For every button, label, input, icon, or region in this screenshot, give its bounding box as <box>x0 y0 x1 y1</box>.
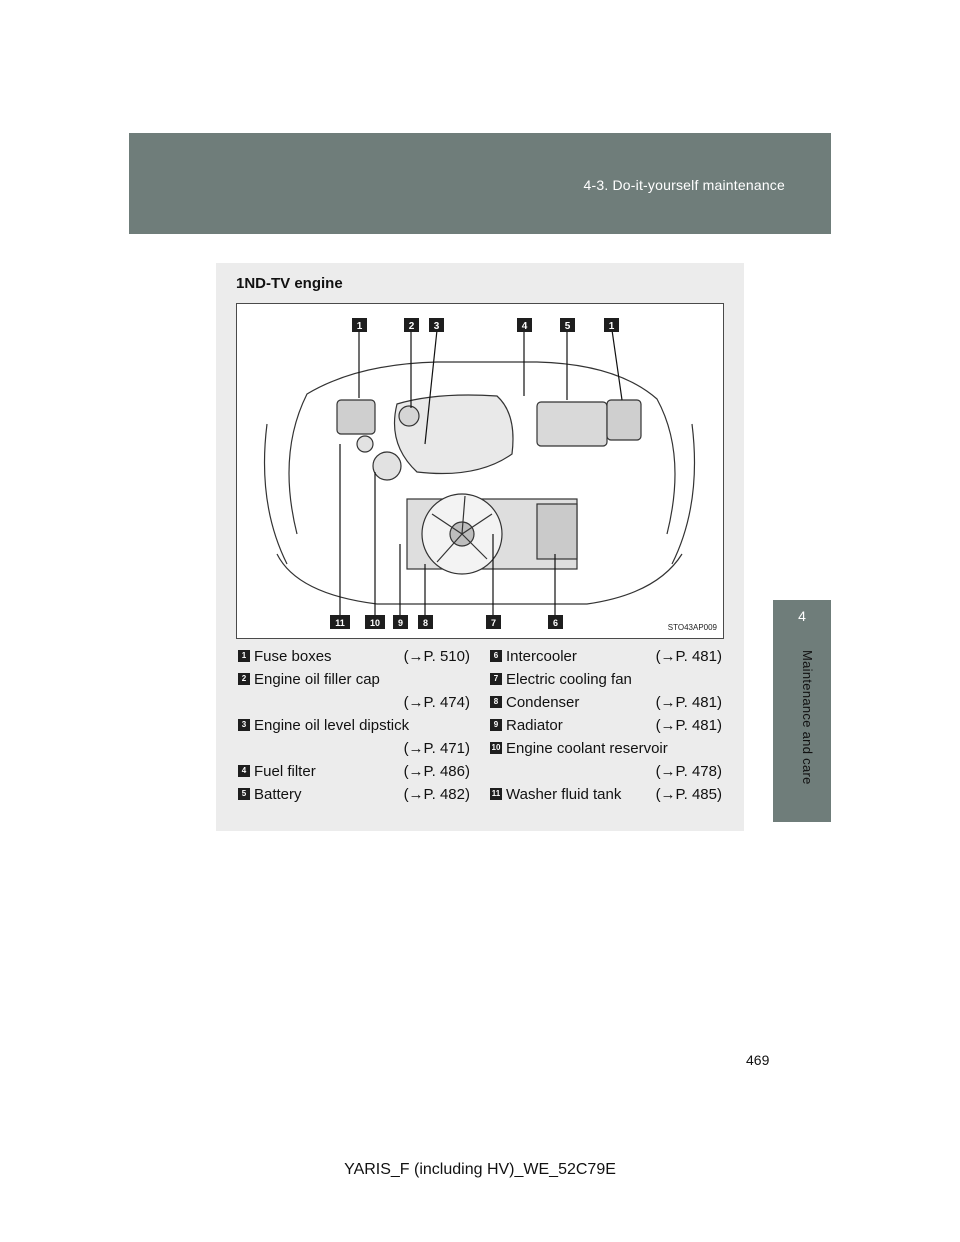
panel-title: 1ND-TV engine <box>236 275 343 292</box>
legend-page-ref: (→P. 481) <box>655 648 722 665</box>
figure-code: STO43AP009 <box>667 623 717 632</box>
callout-2 <box>404 318 419 332</box>
callout-4-label: 4 <box>522 321 528 332</box>
callout-4 <box>517 318 532 332</box>
legend-number: 1 <box>238 650 250 662</box>
legend-number: 8 <box>490 696 502 708</box>
legend-label: Battery <box>254 786 302 803</box>
legend-item: 1 Fuse boxes (→P. 510) <box>238 645 470 668</box>
legend-number: 2 <box>238 673 250 685</box>
callout-11-label: 11 <box>335 618 345 628</box>
callout-1b-label: 1 <box>609 321 615 332</box>
legend-page-ref: (→P. 474) <box>403 694 470 711</box>
header-band: 4-3. Do-it-yourself maintenance <box>129 133 831 234</box>
callout-7-label: 7 <box>491 618 496 628</box>
legend-page-ref: (→P. 481) <box>655 717 722 734</box>
legend-item: 7 Electric cooling fan <box>490 668 722 691</box>
legend-label: Fuse boxes <box>254 648 332 665</box>
legend-number: 4 <box>238 765 250 777</box>
footer-model-code: YARIS_F (including HV)_WE_52C79E <box>344 1161 616 1178</box>
legend-page-ref: (→P. 471) <box>403 740 470 757</box>
page-number: 469 <box>746 1052 770 1068</box>
callout-8 <box>418 615 433 629</box>
legend-number: 11 <box>490 788 502 800</box>
legend-page-ref: (→P. 481) <box>655 694 722 711</box>
legend-label: Fuel filter <box>254 763 316 780</box>
legend-label: Intercooler <box>506 648 577 665</box>
callout-6 <box>548 615 563 629</box>
callout-5 <box>560 318 575 332</box>
engine-panel: 1ND-TV engine <box>216 263 744 831</box>
legend-number: 7 <box>490 673 502 685</box>
legend-item: 4 Fuel filter (→P. 486) <box>238 760 470 783</box>
callout-2-label: 2 <box>409 321 415 332</box>
callout-7 <box>486 615 501 629</box>
legend-number: 5 <box>238 788 250 800</box>
legend-label: Engine oil filler cap <box>254 671 380 688</box>
callout-10-label: 10 <box>370 618 380 628</box>
callout-10 <box>365 615 385 629</box>
legend-page-ref: (→P. 510) <box>403 648 470 665</box>
callout-8-label: 8 <box>423 618 428 628</box>
legend-number: 6 <box>490 650 502 662</box>
legend-label: Engine oil level dipstick <box>254 717 410 734</box>
legend-number: 9 <box>490 719 502 731</box>
legend-label: Radiator <box>506 717 563 734</box>
legend-page-ref: (→P. 482) <box>403 786 470 803</box>
engine-figure: 1 2 3 4 5 1 11 10 9 8 <box>236 303 724 639</box>
legend-item: 8 Condenser (→P. 481) <box>490 691 722 714</box>
legend-left: 1 Fuse boxes (→P. 510) 2 Engine oil fill… <box>238 645 470 806</box>
legend-label: Washer fluid tank <box>506 786 622 803</box>
callout-5-label: 5 <box>565 321 571 332</box>
legend-item: 2 Engine oil filler cap (→P. 474) <box>238 668 470 714</box>
callout-3 <box>429 318 444 332</box>
legend-page-ref: (→P. 486) <box>403 763 470 780</box>
chapter-tab: 4 <box>773 600 831 822</box>
callout-9-label: 9 <box>398 618 403 628</box>
legend-item: 6 Intercooler (→P. 481) <box>490 645 722 668</box>
legend-number: 3 <box>238 719 250 731</box>
callout-11 <box>330 615 350 629</box>
legend-page-ref: (→P. 485) <box>655 786 722 803</box>
legend-number: 10 <box>490 742 502 754</box>
legend-label: Electric cooling fan <box>506 671 632 688</box>
legend-item: 3 Engine oil level dipstick (→P. 471) <box>238 714 470 760</box>
legend-item: 10 Engine coolant reservoir (→P. 478) <box>490 737 722 783</box>
legend-item: 11 Washer fluid tank (→P. 485) <box>490 783 722 806</box>
legend-item: 5 Battery (→P. 482) <box>238 783 470 806</box>
callout-1a <box>352 318 367 332</box>
legend-right: 6 Intercooler (→P. 481) 7 Electric cooli… <box>490 645 722 806</box>
legend-page-ref: (→P. 478) <box>655 763 722 780</box>
section-title: 4-3. Do-it-yourself maintenance <box>583 177 785 193</box>
callout-9 <box>393 615 408 629</box>
legend-item: 9 Radiator (→P. 481) <box>490 714 722 737</box>
callout-1b <box>604 318 619 332</box>
legend-label: Engine coolant reservoir <box>506 740 668 757</box>
callout-3-label: 3 <box>434 321 440 332</box>
legend-label: Condenser <box>506 694 580 711</box>
callout-6-label: 6 <box>553 618 558 628</box>
engine-illustration: 1 2 3 4 5 1 11 10 9 8 <box>263 318 696 629</box>
chapter-number: 4 <box>798 608 806 624</box>
callout-1a-label: 1 <box>357 321 363 332</box>
chapter-label: Maintenance and care <box>800 650 815 785</box>
